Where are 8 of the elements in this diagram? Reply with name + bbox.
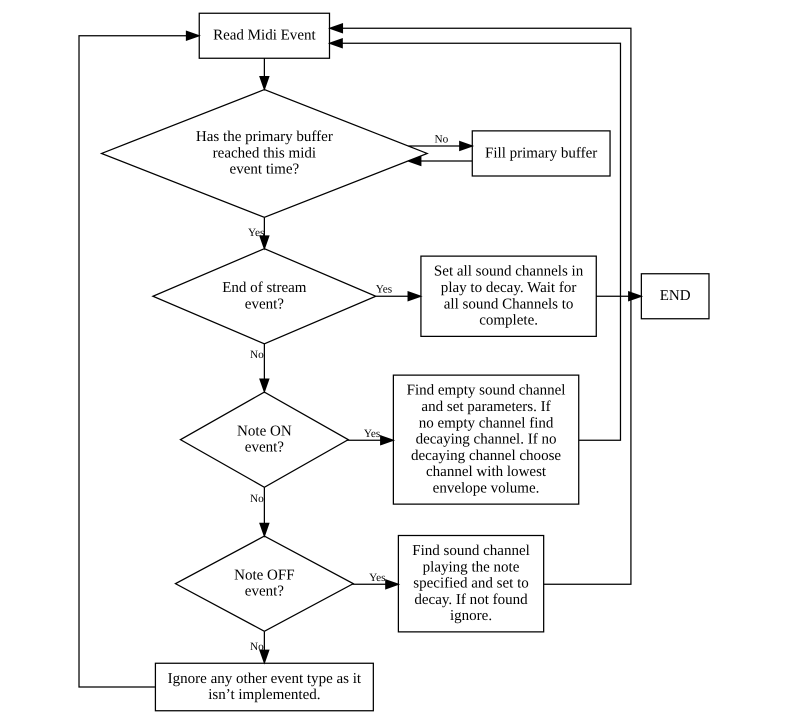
- edge-label: No: [249, 493, 264, 505]
- edge-label: Yes: [363, 428, 380, 440]
- edge-label: Yes: [248, 226, 264, 239]
- edge-label: No: [249, 349, 264, 362]
- edge-label: No: [249, 640, 264, 653]
- edge-label: Yes: [375, 284, 392, 296]
- edge-label: Yes: [368, 572, 386, 584]
- edge-label: No: [434, 133, 448, 146]
